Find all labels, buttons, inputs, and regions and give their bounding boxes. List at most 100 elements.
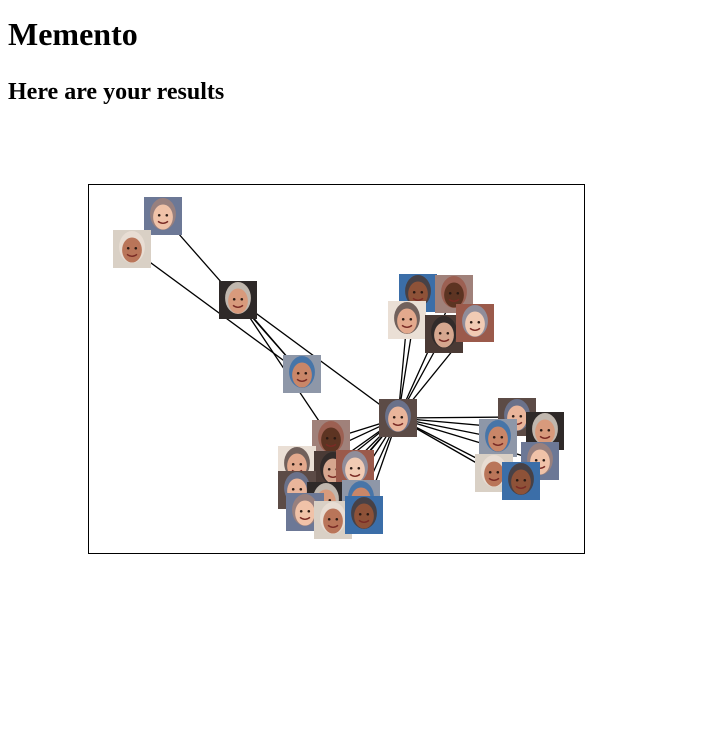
right-eye — [299, 487, 303, 491]
left-eye — [412, 290, 416, 294]
right-eye — [165, 213, 169, 217]
face-node[interactable] — [345, 496, 383, 534]
face-shape — [465, 311, 485, 337]
face-shape — [488, 426, 508, 452]
left-eye — [232, 297, 236, 301]
left-eye — [296, 371, 300, 375]
face-node[interactable] — [219, 281, 257, 319]
page-title: Memento — [8, 16, 138, 52]
mouth-shape — [492, 442, 504, 447]
right-eye — [307, 509, 311, 513]
nodes-layer — [113, 197, 564, 539]
right-eye — [328, 498, 332, 502]
right-eye — [333, 436, 337, 440]
left-eye — [515, 478, 519, 482]
mouth-shape — [349, 473, 361, 478]
mouth-shape — [358, 519, 370, 524]
face-shape — [511, 469, 531, 495]
mouth-shape — [126, 253, 138, 258]
mouth-shape — [325, 443, 337, 448]
mouth-shape — [157, 220, 169, 225]
left-eye — [392, 415, 396, 419]
mouth-shape — [401, 324, 413, 329]
face-shape — [354, 503, 374, 529]
face-node[interactable] — [388, 301, 426, 339]
right-eye — [400, 415, 404, 419]
right-eye — [409, 317, 413, 321]
right-eye — [335, 517, 339, 521]
face-shape — [153, 204, 173, 230]
right-eye — [299, 462, 303, 466]
right-eye — [496, 470, 500, 474]
left-eye — [291, 487, 295, 491]
face-shape — [321, 427, 341, 453]
mouth-shape — [469, 327, 481, 332]
face-shape — [228, 288, 248, 314]
left-eye — [438, 331, 442, 335]
face-shape — [484, 461, 504, 487]
face-node[interactable] — [502, 462, 540, 500]
right-eye — [240, 297, 244, 301]
left-eye — [511, 414, 515, 418]
left-eye — [358, 512, 362, 516]
face-shape — [444, 282, 464, 308]
mouth-shape — [539, 435, 551, 440]
right-eye — [304, 371, 308, 375]
right-eye — [547, 428, 551, 432]
graph-edge — [397, 293, 455, 419]
face-node[interactable] — [283, 355, 321, 393]
right-eye — [134, 246, 138, 250]
face-shape — [388, 406, 408, 432]
left-eye — [488, 470, 492, 474]
left-eye — [327, 517, 331, 521]
mouth-shape — [448, 298, 460, 303]
face-shape — [408, 281, 428, 307]
face-node[interactable] — [456, 304, 494, 342]
left-eye — [469, 320, 473, 324]
mouth-shape — [515, 485, 527, 490]
face-shape — [535, 419, 555, 445]
graph-edge — [131, 248, 303, 375]
right-eye — [366, 512, 370, 516]
face-node[interactable] — [435, 275, 473, 313]
left-eye — [291, 462, 295, 466]
face-node[interactable] — [526, 412, 564, 450]
left-eye — [126, 246, 130, 250]
face-shape — [122, 237, 142, 263]
face-shape — [323, 508, 343, 534]
graph-edge — [397, 416, 518, 419]
face-shape — [397, 308, 417, 334]
mouth-shape — [488, 477, 500, 482]
face-shape — [345, 457, 365, 483]
right-eye — [542, 458, 546, 462]
left-eye — [157, 213, 161, 217]
right-eye — [477, 320, 481, 324]
right-eye — [523, 478, 527, 482]
face-node[interactable] — [113, 230, 151, 268]
left-eye — [534, 458, 538, 462]
left-eye — [327, 467, 331, 471]
right-eye — [357, 466, 361, 470]
mouth-shape — [327, 524, 339, 529]
left-eye — [299, 509, 303, 513]
mouth-shape — [232, 304, 244, 309]
face-node[interactable] — [479, 419, 517, 457]
face-graph-frame[interactable] — [88, 184, 585, 554]
center-face-node[interactable] — [379, 399, 417, 437]
mouth-shape — [412, 297, 424, 302]
page-subtitle: Here are your results — [8, 79, 225, 105]
left-eye — [349, 466, 353, 470]
left-eye — [401, 317, 405, 321]
left-eye — [492, 435, 496, 439]
right-eye — [456, 291, 460, 295]
mouth-shape — [296, 378, 308, 383]
left-eye — [325, 436, 329, 440]
left-eye — [539, 428, 543, 432]
left-eye — [448, 291, 452, 295]
mouth-shape — [392, 422, 404, 427]
mouth-shape — [299, 516, 311, 521]
face-shape — [295, 500, 315, 526]
face-graph-canvas[interactable] — [89, 185, 585, 554]
face-node[interactable] — [144, 197, 182, 235]
right-eye — [500, 435, 504, 439]
